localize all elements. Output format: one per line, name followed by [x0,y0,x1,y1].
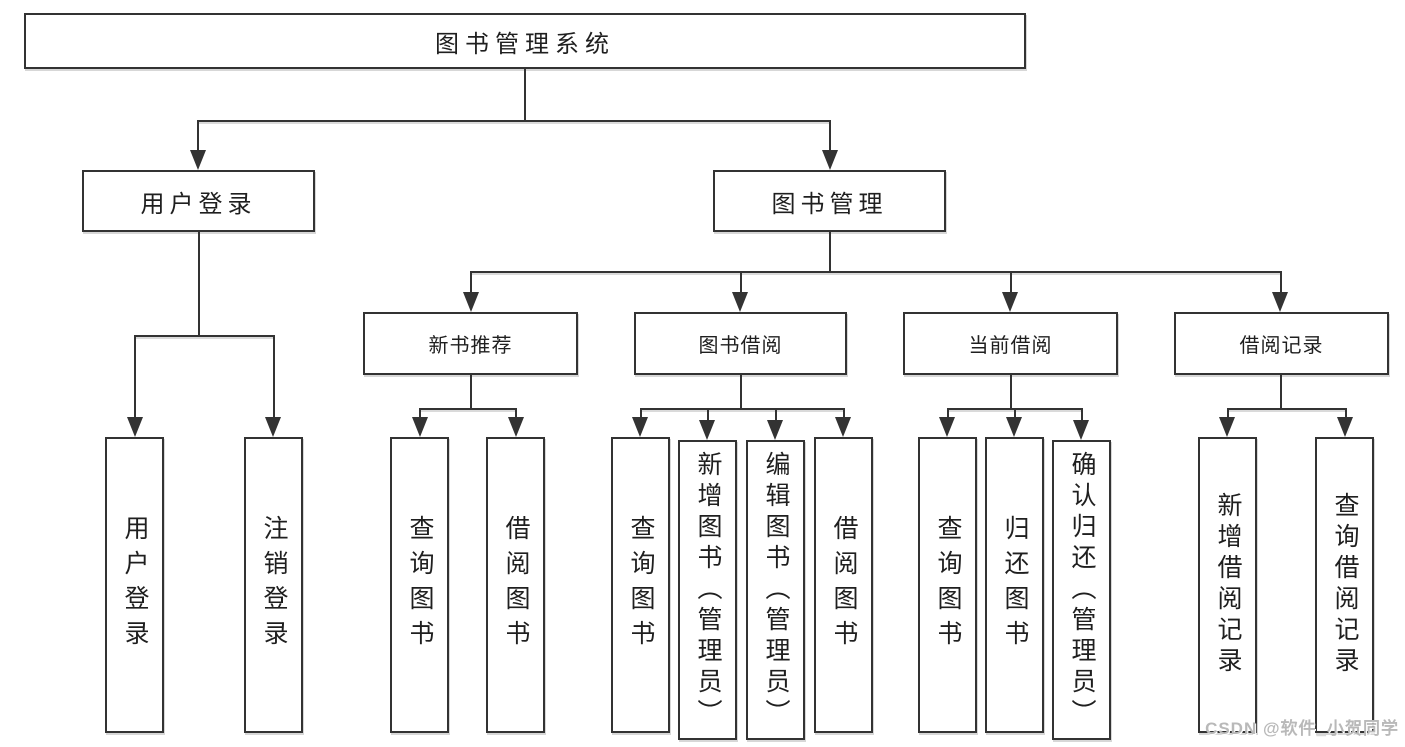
leaf-label: 编辑图书（管理员） [762,450,790,730]
node-borrowing-records: 借阅记录 [1174,312,1389,375]
arrowhead-down-icon [127,417,143,437]
leaf-bb-add-books-admin: 新增图书（管理员） [678,440,737,740]
leaf-bb-query-books: 查询图书 [611,437,670,733]
arrowhead-down-icon [508,417,524,437]
connector-vline [707,408,709,421]
leaf-label: 查询图书 [934,515,962,655]
leaf-br-query-record: 查询借阅记录 [1315,437,1374,733]
node-current-borrowing: 当前借阅 [903,312,1118,375]
leaf-label: 归还图书 [1001,515,1029,655]
connector-vline [829,232,831,273]
connector-vline [1280,271,1282,294]
arrowhead-down-icon [1006,417,1022,437]
connector-vline [470,271,472,294]
connector-vline [1010,374,1012,410]
connector-vline [470,374,472,410]
leaf-label: 用户登录 [121,515,149,655]
leaf-user-login: 用户登录 [105,437,164,733]
node-root: 图书管理系统 [24,13,1026,69]
connector-hline [470,271,1282,273]
connector-hline [640,408,845,410]
leaf-label: 查询图书 [627,515,655,655]
node-book-management: 图书管理 [713,170,946,232]
connector-vline [947,408,949,419]
arrowhead-down-icon [190,150,206,170]
leaf-label: 查询图书 [406,515,434,655]
arrowhead-down-icon [835,417,851,437]
arrowhead-down-icon [1272,292,1288,312]
arrowhead-down-icon [265,417,281,437]
arrowhead-down-icon [1337,417,1353,437]
leaf-br-add-record: 新增借阅记录 [1198,437,1257,733]
connector-vline [1280,374,1282,410]
connector-vline [524,68,526,122]
node-book-borrowing: 图书借阅 [634,312,847,375]
arrowhead-down-icon [1002,292,1018,312]
connector-vline [1227,408,1229,419]
connector-vline [1014,408,1016,419]
connector-vline [515,408,517,419]
connector-hline [134,335,275,337]
arrowhead-down-icon [1219,417,1235,437]
leaf-label: 新增借阅记录 [1214,492,1242,678]
leaf-label: 确认归还（管理员） [1068,450,1096,730]
connector-vline [134,335,136,421]
node-new-book-recommendation: 新书推荐 [363,312,578,375]
leaf-bb-edit-books-admin: 编辑图书（管理员） [746,440,805,740]
leaf-cb-return-books: 归还图书 [985,437,1044,733]
leaf-label: 查询借阅记录 [1331,492,1359,678]
node-user-login: 用户登录 [82,170,315,232]
leaf-bb-borrow-books: 借阅图书 [814,437,873,733]
arrowhead-down-icon [463,292,479,312]
connector-vline [197,120,199,154]
connector-vline [1081,408,1083,421]
connector-vline [740,271,742,294]
connector-hline [1227,408,1346,410]
connector-vline [775,408,777,421]
arrowhead-down-icon [939,417,955,437]
connector-hline [419,408,517,410]
leaf-logout-login: 注销登录 [244,437,303,733]
leaf-label: 借阅图书 [830,515,858,655]
arrowhead-down-icon [732,292,748,312]
arrowhead-down-icon [1073,420,1089,440]
leaf-label: 借阅图书 [502,515,530,655]
arrowhead-down-icon [767,420,783,440]
leaf-label: 新增图书（管理员） [694,450,722,730]
connector-hline [197,120,831,122]
connector-vline [273,335,275,421]
connector-vline [419,408,421,419]
leaf-cb-confirm-return-admin: 确认归还（管理员） [1052,440,1111,740]
connector-vline [640,408,642,419]
leaf-label: 注销登录 [260,515,288,655]
connector-vline [198,232,200,337]
arrowhead-down-icon [699,420,715,440]
leaf-nb-borrow-books: 借阅图书 [486,437,545,733]
connector-vline [829,120,831,154]
connector-vline [1010,271,1012,294]
arrowhead-down-icon [822,150,838,170]
connector-vline [740,374,742,410]
connector-vline [843,408,845,419]
leaf-cb-query-books: 查询图书 [918,437,977,733]
arrowhead-down-icon [412,417,428,437]
connector-vline [1345,408,1347,419]
watermark: CSDN @软件_小贺同学 [1205,719,1399,738]
arrowhead-down-icon [632,417,648,437]
leaf-nb-query-books: 查询图书 [390,437,449,733]
